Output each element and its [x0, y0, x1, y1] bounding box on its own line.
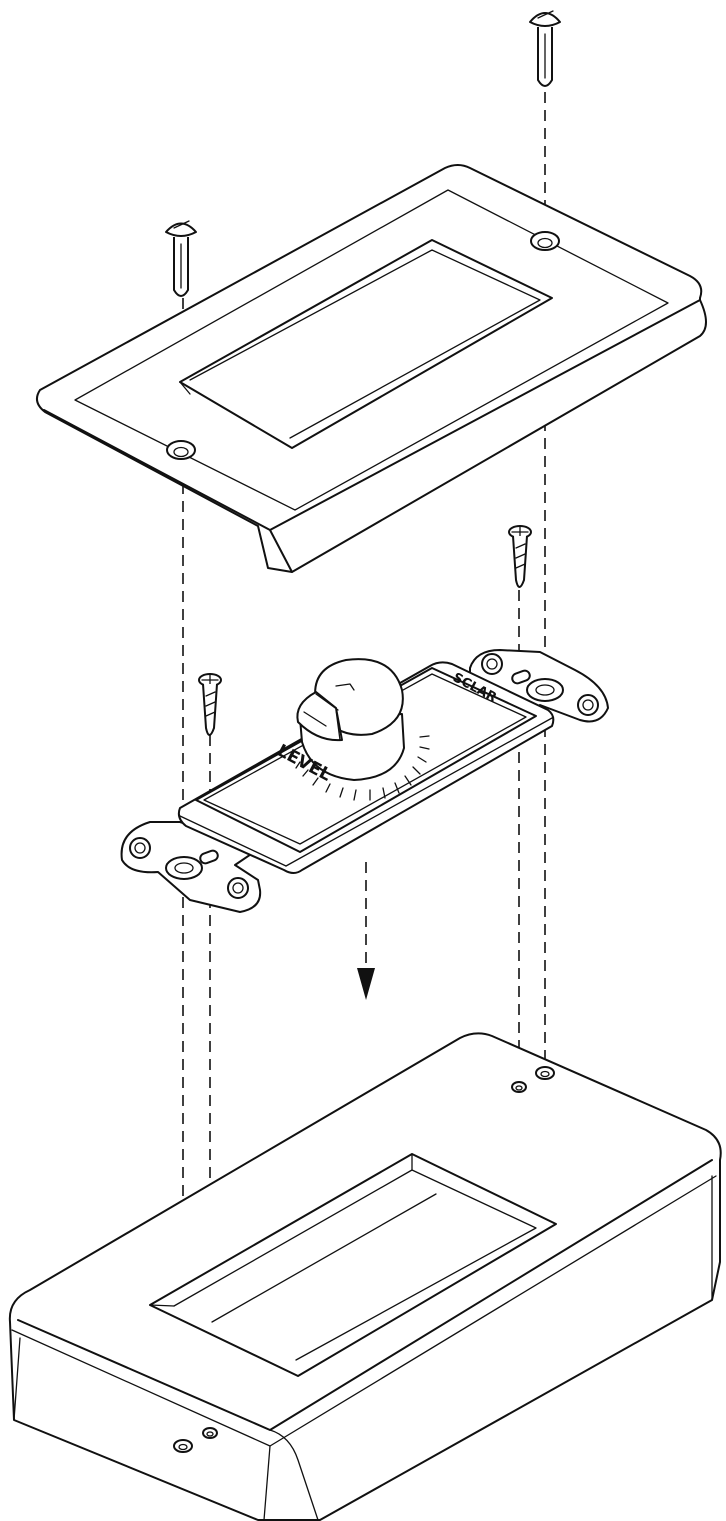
control-screw-right: [508, 525, 532, 588]
cover-screw-left: [165, 220, 197, 297]
level-control-device: LEVEL SCLAR: [120, 649, 609, 913]
dial-tick-marks: [295, 735, 430, 801]
cover-screw-right: [529, 10, 561, 87]
level-knob: [296, 658, 405, 781]
down-arrow-icon: [357, 968, 375, 1000]
control-screw-left: [198, 673, 222, 736]
cover-plate: [35, 164, 707, 573]
back-box: [8, 1032, 722, 1521]
